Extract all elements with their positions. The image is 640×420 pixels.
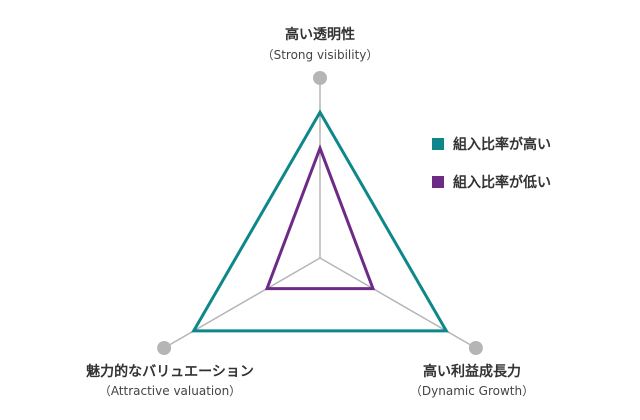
axis-line-bottom-left: [163, 257, 321, 349]
legend-swatch-high-weight: [432, 138, 444, 150]
axis-subtitle-bottom-right: （Dynamic Growth）: [409, 384, 535, 398]
axis-line-bottom-right: [319, 257, 477, 349]
axis-subtitle-bottom-left: （Attractive valuation）: [98, 384, 242, 398]
legend-label-high-weight: 組入比率が高い: [453, 137, 551, 153]
legend-item-high-weight: 組入比率が高い: [432, 134, 551, 154]
axis-title-bottom-left: 魅力的なバリュエーション: [86, 364, 254, 380]
axis-end-marker-bottom-left: [157, 341, 172, 355]
series-polygon-low-weight: [264, 143, 376, 291]
series-polygon-high-weight: [191, 109, 449, 333]
axis-end-marker-bottom-right: [468, 341, 483, 355]
axis-subtitle-top: （Strong visibility）: [261, 48, 379, 62]
legend-swatch-low-weight: [432, 176, 444, 188]
axis-end-marker-top: [313, 71, 327, 85]
axis-title-bottom-right: 高い利益成長力: [423, 364, 521, 380]
legend: 組入比率が高い 組入比率が低い: [432, 134, 551, 210]
legend-label-low-weight: 組入比率が低い: [453, 175, 551, 191]
legend-item-low-weight: 組入比率が低い: [432, 172, 551, 192]
axis-title-top: 高い透明性: [285, 27, 355, 43]
